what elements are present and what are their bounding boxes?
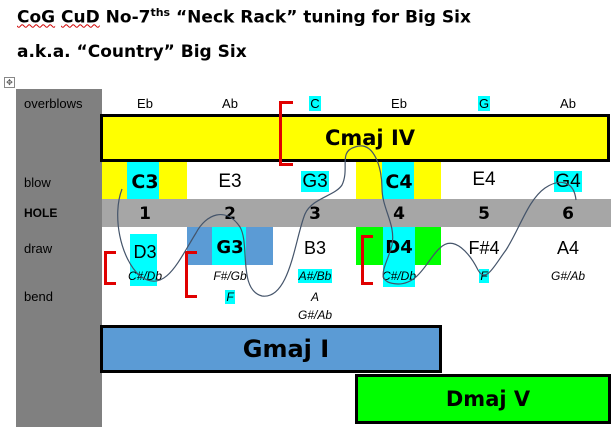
chord-dmaj-v: Dmaj V xyxy=(355,374,611,424)
draw-6: A4 xyxy=(556,238,580,258)
draw-alt-3: A#/Bb xyxy=(297,269,333,283)
hole-4: 4 xyxy=(393,204,405,224)
draw-2-cyan xyxy=(212,227,246,265)
title-number: No-7 xyxy=(105,7,151,28)
row-label-blow: blow xyxy=(24,175,51,190)
blow-1-cyan xyxy=(127,162,159,199)
draw-alt-6: G#/Ab xyxy=(550,269,586,283)
overblow-1: Eb xyxy=(137,96,153,111)
draw-5: F#4 xyxy=(468,238,500,258)
draw-1-cyan xyxy=(130,234,157,286)
overblow-4: Eb xyxy=(391,96,407,111)
blow-4-cyan xyxy=(382,162,414,199)
draw-alt-2: F#/Gb xyxy=(213,269,247,283)
row-label-hole: HOLE xyxy=(24,206,58,220)
title-cud: CuD xyxy=(61,7,100,28)
label-column xyxy=(16,89,102,427)
overblow-2: Ab xyxy=(222,96,238,111)
overblow-3: C xyxy=(309,96,321,111)
bend-2: F xyxy=(225,290,235,304)
bracket-hole-1 xyxy=(104,251,116,285)
title-cog: CoG xyxy=(17,7,56,28)
table-move-handle-icon[interactable]: ✥ xyxy=(4,77,15,88)
hole-5: 5 xyxy=(478,204,490,224)
bracket-hole-2 xyxy=(185,251,197,298)
bracket-hole-4 xyxy=(361,235,373,285)
overblow-5: G xyxy=(477,96,491,111)
blow-6: G4 xyxy=(554,171,582,192)
row-label-overblows: overblows xyxy=(24,96,83,111)
draw-1: D3 xyxy=(133,242,157,262)
title-line-1: CoG CuD No-7ths “Neck Rack” tuning for B… xyxy=(17,6,471,28)
draw-2: G3 xyxy=(216,237,244,258)
draw-3: B3 xyxy=(303,238,327,258)
bend-3b: G#/Ab xyxy=(297,308,333,322)
blow-2: E3 xyxy=(218,171,242,192)
title-line-2: a.k.a. “Country” Big Six xyxy=(17,42,247,62)
hole-3: 3 xyxy=(309,204,321,224)
bend-3a: A xyxy=(310,290,319,304)
row-label-draw: draw xyxy=(24,241,53,256)
blow-4: C4 xyxy=(385,171,413,193)
title-rest: “Neck Rack” tuning for Big Six xyxy=(170,7,471,28)
hole-2: 2 xyxy=(224,204,236,224)
bracket-cmaj xyxy=(279,101,293,166)
title-superscript: ths xyxy=(150,6,171,19)
chord-gmaj-i: Gmaj I xyxy=(100,325,442,373)
draw-alt-5: F xyxy=(479,269,489,283)
overblow-6: Ab xyxy=(560,96,576,111)
blow-1: C3 xyxy=(131,171,159,193)
chord-cmaj-iv: Cmaj IV xyxy=(100,114,610,162)
hole-6: 6 xyxy=(562,204,574,224)
blow-5: E4 xyxy=(472,169,496,190)
draw-alt-4: C#/Db xyxy=(381,269,416,283)
hole-1: 1 xyxy=(139,204,151,224)
row-label-bend: bend xyxy=(24,289,53,304)
blow-3: G3 xyxy=(301,171,329,192)
